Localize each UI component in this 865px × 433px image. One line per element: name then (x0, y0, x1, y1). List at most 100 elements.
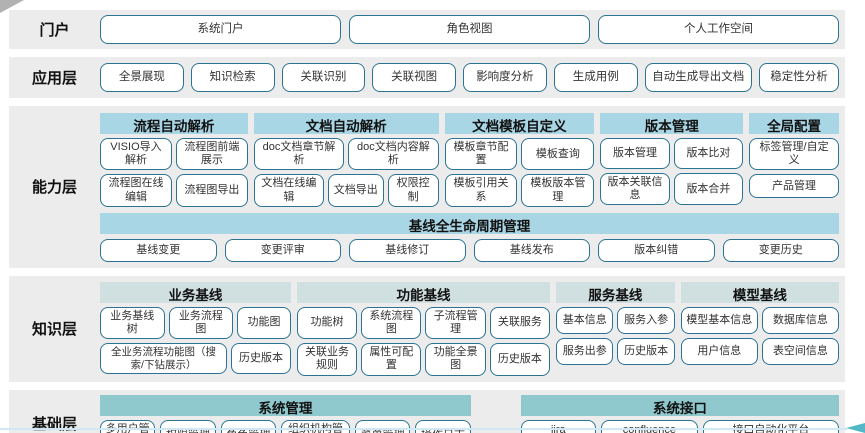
cap-box: 模板章节配置 (444, 138, 518, 171)
foundation-box: 权限管理 (160, 419, 216, 433)
layer-label-portal: 门户 (39, 22, 70, 39)
group-process-parsing: 流程自动解析 VISIO导入解析 流程图前端展示 流程图在线编辑 流程图导出 (100, 113, 248, 207)
cap-box: 模板版本管理 (521, 174, 595, 207)
baseline-box: 基线变更 (100, 238, 217, 262)
app-box: 自动生成导出文档 (644, 63, 752, 92)
knowledge-box: 属性可配置 (361, 343, 422, 376)
cap-box: 权限控制 (387, 174, 439, 207)
foundation-box: 操作日志 (415, 419, 471, 433)
app-box: 影响度分析 (463, 63, 547, 92)
baseline-box: 变更评审 (224, 238, 341, 262)
group-header-business-baseline: 业务基线 (100, 281, 291, 303)
portal-box: 个人工作空间 (598, 15, 839, 44)
group-header-doc-parsing: 文档自动解析 (253, 113, 439, 134)
foundation-box-jira: jira (520, 419, 596, 433)
knowledge-box: 功能全景图 (425, 343, 486, 376)
cap-box: 流程图在线编辑 (100, 174, 172, 207)
group-doc-parsing: 文档自动解析 doc文档章节解析 doc文档内容解析 文档在线编辑 文档导出 权… (253, 113, 439, 207)
capability-layer-band: 能力层 流程自动解析 VISIO导入解析 流程图前端展示 流程图在线编辑 流程图… (9, 106, 845, 268)
baseline-box: 基线发布 (473, 238, 590, 262)
group-business-baseline: 业务基线 业务基线树 业务流程图 功能图 全业务流程功能图（搜索/下钻展示） 历… (100, 281, 291, 376)
knowledge-box: 服务出参 (556, 337, 614, 365)
layer-label-application: 应用层 (31, 70, 77, 87)
cap-box: 版本管理 (600, 138, 670, 169)
cap-box: doc文档章节解析 (253, 138, 345, 171)
baseline-lifecycle-header: 基线全生命周期管理 (100, 212, 839, 234)
app-box: 知识检索 (190, 63, 275, 92)
app-box: 稳定性分析 (758, 63, 840, 92)
cap-box: 流程图前端展示 (175, 138, 248, 171)
cap-box: 模板查询 (521, 138, 595, 171)
layer-label-foundation: 基础层 (31, 415, 77, 433)
knowledge-box: 业务流程图 (168, 306, 234, 340)
knowledge-box: 关联业务规则 (296, 343, 358, 376)
application-layer-band: 应用层 全景展现 知识检索 关联识别 关联视图 影响度分析 生成用例 自动生成导… (9, 57, 845, 98)
knowledge-box: 表空间信息 (761, 337, 839, 365)
foundation-box: 接口自动化平台 (702, 419, 839, 433)
knowledge-box: 用户信息 (680, 337, 758, 365)
cap-box: 文档导出 (327, 174, 384, 207)
cap-box: 版本合并 (673, 173, 744, 206)
cap-box: 模板引用关系 (444, 174, 518, 207)
layer-label-knowledge: 知识层 (31, 321, 77, 339)
group-header-process-parsing: 流程自动解析 (100, 113, 248, 134)
knowledge-box: 业务基线树 (100, 306, 165, 340)
baseline-box: 基线修订 (349, 238, 466, 262)
knowledge-box: 历史版本 (617, 337, 675, 365)
app-box: 全景展现 (100, 63, 184, 92)
group-header-global-config: 全局配置 (749, 113, 839, 134)
group-service-baseline: 服务基线 基本信息 服务入参 服务出参 历史版本 (556, 281, 675, 376)
portal-layer-band: 门户 系统门户 角色视图 个人工作空间 (9, 10, 845, 49)
bottom-rule (0, 428, 847, 430)
group-header-system-mgmt: 系统管理 (100, 394, 471, 416)
portal-box: 角色视图 (349, 15, 590, 44)
group-header-doc-template: 文档模板自定义 (444, 113, 595, 134)
cap-box: 版本比对 (673, 138, 744, 169)
foundation-box: 多用户管理 (100, 419, 156, 433)
cap-box: 版本关联信息 (600, 173, 670, 206)
knowledge-box: 关联服务 (489, 306, 551, 340)
knowledge-box: 功能图 (237, 306, 291, 340)
knowledge-box: 历史版本 (231, 343, 291, 375)
knowledge-box: 子流程管理 (425, 306, 486, 340)
foundation-box: 菜单管理 (354, 419, 411, 433)
group-header-service-baseline: 服务基线 (556, 281, 675, 303)
app-box: 关联视图 (372, 63, 457, 92)
group-model-baseline: 模型基线 模型基本信息 数据库信息 用户信息 表空间信息 (680, 281, 839, 376)
app-box: 生成用例 (553, 63, 638, 92)
foundation-box: 角色管理 (220, 419, 277, 433)
cap-box: 流程图导出 (175, 174, 248, 207)
cap-box: 标签管理/自定义 (749, 138, 839, 171)
group-version-mgmt: 版本管理 版本管理 版本比对 版本关联信息 版本合并 (600, 113, 744, 207)
group-doc-template: 文档模板自定义 模板章节配置 模板查询 模板引用关系 模板版本管理 (444, 113, 595, 207)
cap-box: doc文档内容解析 (348, 138, 439, 171)
baseline-box: 版本纠错 (598, 238, 715, 262)
knowledge-box: 模型基本信息 (680, 306, 758, 334)
cap-box: 文档在线编辑 (253, 174, 324, 207)
group-header-version-mgmt: 版本管理 (600, 113, 744, 134)
knowledge-box: 历史版本 (489, 343, 551, 376)
group-function-baseline: 功能基线 功能树 系统流程图 子流程管理 关联服务 关联业务规则 属性可配置 功… (296, 281, 551, 376)
knowledge-box: 基本信息 (556, 306, 614, 334)
portal-box: 系统门户 (100, 15, 341, 44)
corner-decoration (0, 0, 24, 13)
foundation-layer-band: 基础层 系统管理 多用户管理 权限管理 角色管理 组织机构管理 菜单管理 操作日… (9, 389, 845, 433)
app-box: 关联识别 (281, 63, 366, 92)
arrow-left-icon (846, 423, 865, 433)
group-header-system-interface: 系统接口 (520, 394, 839, 416)
knowledge-box: 数据库信息 (761, 306, 839, 334)
baseline-box: 变更历史 (722, 238, 839, 262)
cap-box: VISIO导入解析 (100, 138, 172, 171)
group-global-config: 全局配置 标签管理/自定义 产品管理 (749, 113, 839, 207)
foundation-box: confluence (600, 419, 698, 433)
foundation-box: 组织机构管理 (281, 419, 350, 433)
knowledge-layer-band: 知识层 业务基线 业务基线树 业务流程图 功能图 全业务流程功能图（搜索/下钻展… (9, 275, 845, 382)
knowledge-box: 全业务流程功能图（搜索/下钻展示） (100, 343, 228, 375)
group-header-function-baseline: 功能基线 (296, 281, 551, 303)
knowledge-box: 服务入参 (617, 306, 675, 334)
cap-box: 产品管理 (749, 174, 839, 199)
layer-label-capability: 能力层 (31, 179, 77, 197)
knowledge-box: 系统流程图 (361, 306, 422, 340)
knowledge-box: 功能树 (296, 306, 358, 340)
group-header-model-baseline: 模型基线 (680, 281, 839, 303)
